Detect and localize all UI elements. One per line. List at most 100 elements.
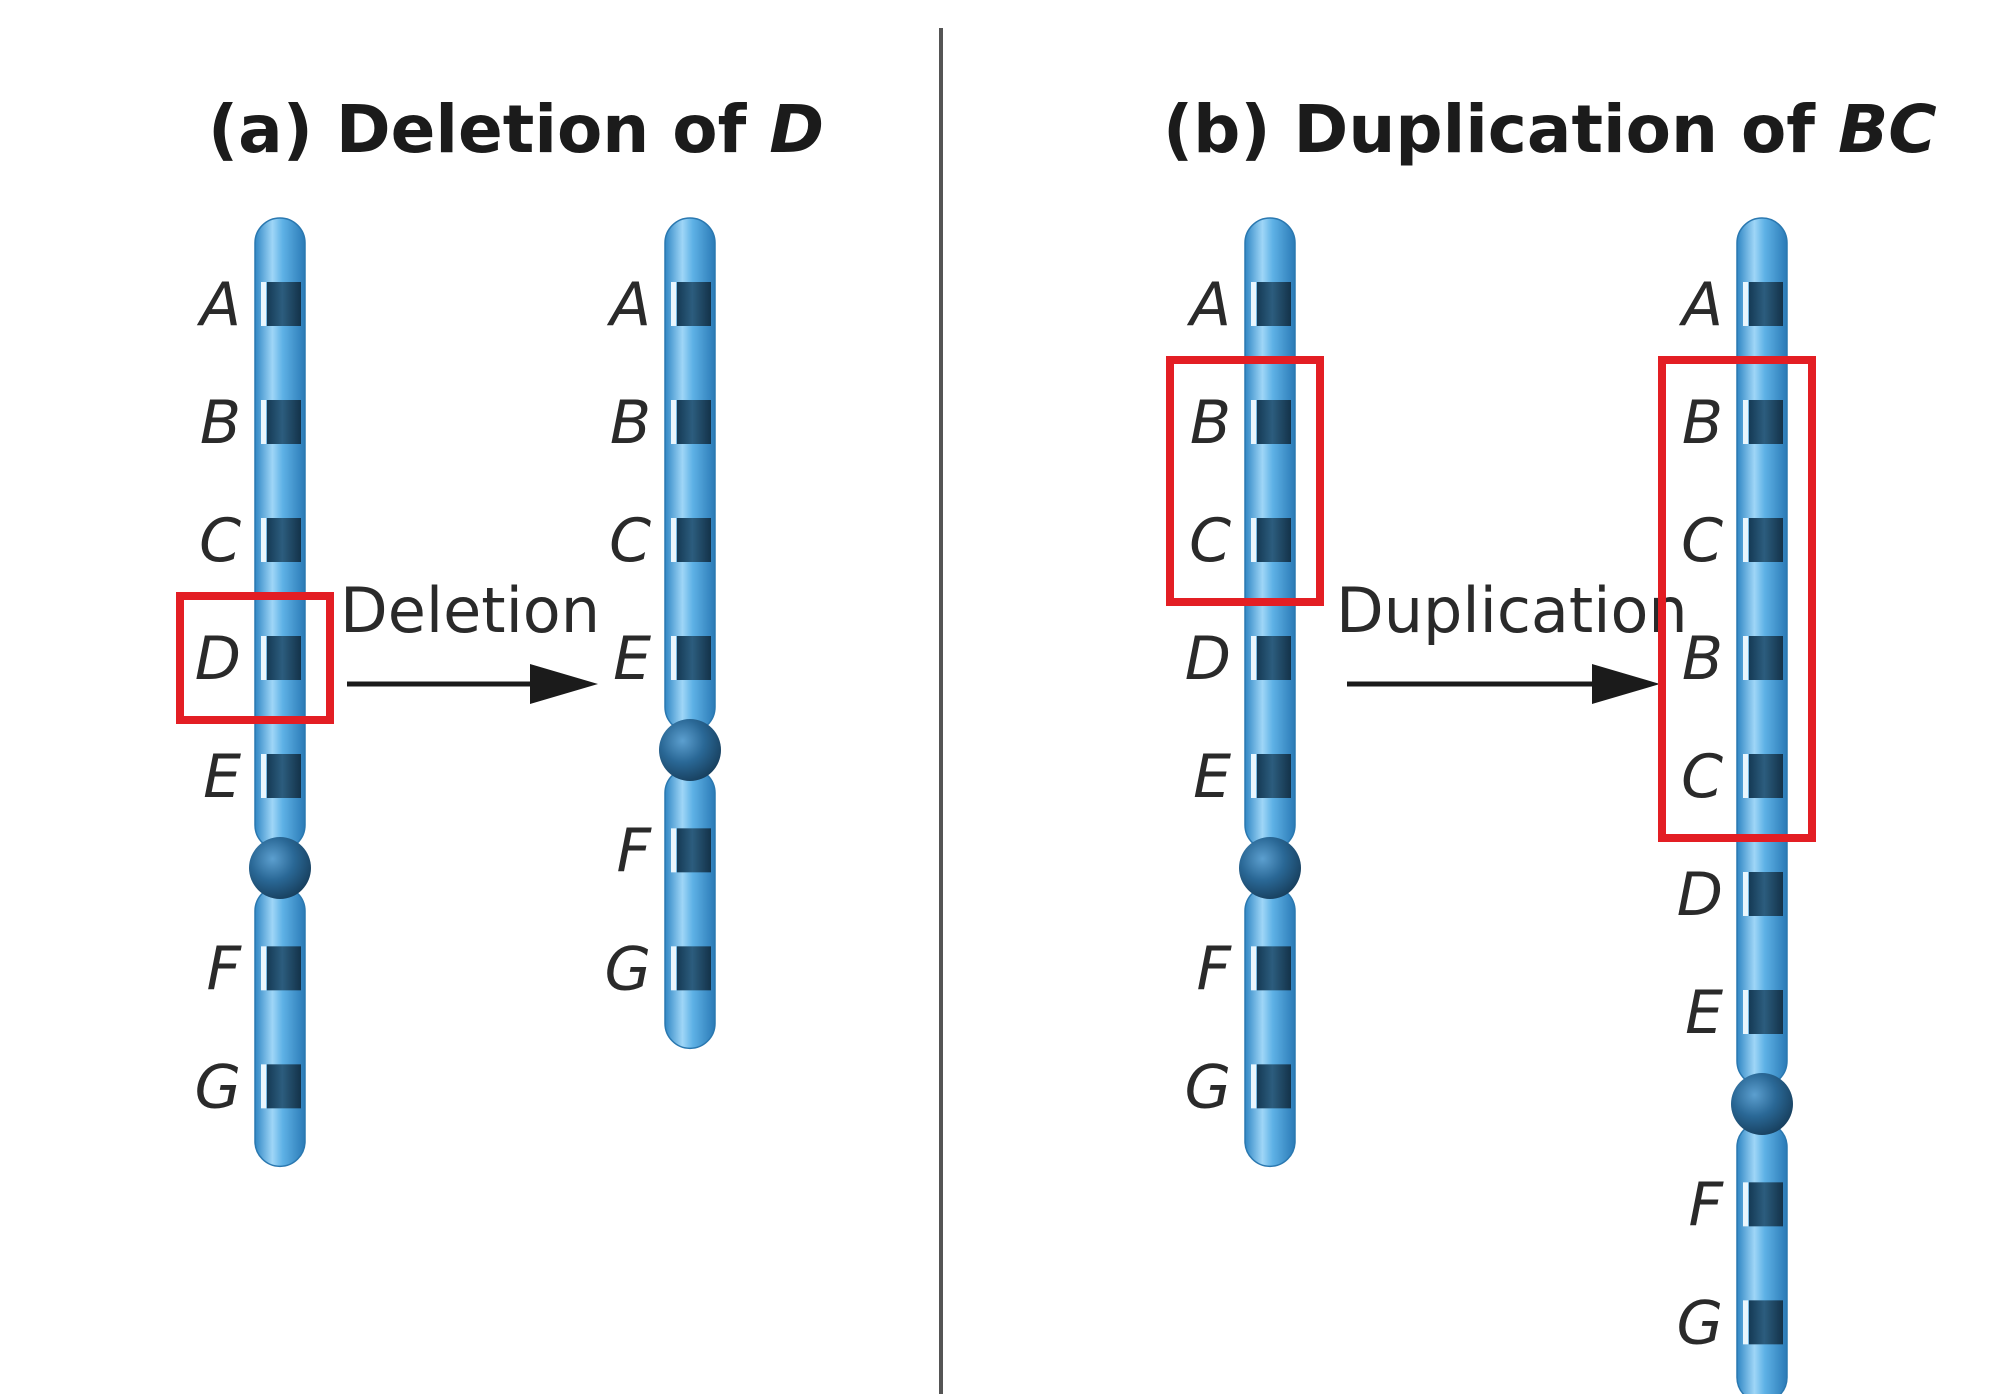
gene-band-G: G (1185, 1052, 1291, 1122)
gene-label-B: B (1682, 624, 1723, 694)
gene-label-B: B (200, 388, 241, 458)
gene-label-A: A (606, 270, 651, 340)
band-stripe (677, 946, 711, 991)
band-notch (1743, 400, 1748, 444)
band-stripe (677, 282, 711, 326)
duplication-arrow-head (1592, 664, 1660, 704)
gene-label-D: D (195, 624, 241, 694)
gene-band-A: A (1186, 270, 1291, 340)
band-notch (1251, 754, 1256, 798)
gene-band-C: C (609, 506, 711, 576)
gene-band-A: A (606, 270, 711, 340)
band-notch (1743, 518, 1748, 562)
band-stripe (267, 518, 301, 562)
band-stripe (1257, 282, 1291, 326)
panel-b-title-italic: BC (1838, 91, 1937, 168)
band-notch (1251, 282, 1256, 326)
band-stripe (1257, 1064, 1291, 1109)
band-notch (1743, 1182, 1748, 1227)
chromosome-arm-lower (1737, 1122, 1787, 1394)
band-notch (1743, 636, 1748, 680)
deletion-arrow-head (530, 664, 598, 704)
centromere (1239, 837, 1301, 900)
gene-label-F: F (1688, 1170, 1724, 1240)
gene-band-G: G (1677, 1288, 1783, 1358)
gene-band-C: C (1681, 506, 1783, 576)
gene-label-F: F (1196, 934, 1232, 1004)
band-stripe (1257, 636, 1291, 680)
band-stripe (1749, 754, 1783, 798)
gene-label-E: E (203, 742, 241, 812)
deletion-arrow: Deletion (340, 574, 600, 704)
gene-label-B: B (1682, 388, 1723, 458)
centromere (1731, 1073, 1793, 1136)
panel-b-title-prefix: (b) Duplication of (1163, 91, 1838, 168)
gene-label-G: G (1677, 1288, 1724, 1358)
gene-band-G: G (605, 934, 711, 1004)
band-notch (1743, 754, 1748, 798)
band-notch (671, 946, 676, 991)
band-notch (1251, 946, 1256, 991)
band-stripe (1749, 636, 1783, 680)
gene-band-G: G (195, 1052, 301, 1122)
band-stripe (1257, 754, 1291, 798)
gene-label-C: C (1681, 506, 1723, 576)
band-stripe (677, 828, 711, 873)
gene-band-F: F (1688, 1170, 1783, 1240)
gene-band-B: B (1682, 388, 1783, 458)
gene-label-F: F (616, 816, 652, 886)
gene-label-G: G (605, 934, 652, 1004)
gene-band-E: E (1193, 742, 1291, 812)
band-stripe (1749, 872, 1783, 916)
gene-band-B: B (610, 388, 711, 458)
band-stripe (1257, 400, 1291, 444)
highlight-box (1166, 356, 1324, 606)
gene-band-F: F (1196, 934, 1291, 1004)
gene-band-C: C (1681, 742, 1783, 812)
gene-band-A: A (196, 270, 301, 340)
deletion-arrow-label: Deletion (340, 574, 600, 647)
band-stripe (267, 946, 301, 991)
band-notch (1251, 400, 1256, 444)
gene-label-B: B (1190, 388, 1231, 458)
duplication-arrow-label: Duplication (1336, 574, 1688, 647)
band-stripe (1749, 282, 1783, 326)
gene-label-E: E (1193, 742, 1231, 812)
gene-label-C: C (609, 506, 651, 576)
band-stripe (1749, 990, 1783, 1034)
gene-band-E: E (203, 742, 301, 812)
band-notch (261, 946, 266, 991)
band-notch (1743, 282, 1748, 326)
gene-label-C: C (199, 506, 241, 576)
gene-label-A: A (196, 270, 241, 340)
band-notch (261, 518, 266, 562)
band-notch (261, 1064, 266, 1109)
band-stripe (267, 400, 301, 444)
gene-band-E: E (613, 624, 711, 694)
highlight-box (1658, 356, 1816, 842)
centromere (249, 837, 311, 900)
gene-label-C: C (1189, 506, 1231, 576)
chromosome-arm-lower (1245, 886, 1295, 1167)
gene-band-C: C (1189, 506, 1291, 576)
gene-label-F: F (206, 934, 242, 1004)
panel-a-title: (a) Deletion of D (208, 91, 824, 168)
centromere (659, 719, 721, 782)
gene-label-A: A (1678, 270, 1723, 340)
gene-label-E: E (1685, 978, 1723, 1048)
band-stripe (1257, 946, 1291, 991)
band-stripe (1257, 518, 1291, 562)
gene-band-B: B (200, 388, 301, 458)
chromosome-arm-lower (255, 886, 305, 1167)
chromosome-arm-upper (665, 218, 715, 733)
band-notch (671, 636, 676, 680)
gene-label-E: E (613, 624, 651, 694)
band-stripe (267, 1064, 301, 1109)
gene-label-G: G (1185, 1052, 1232, 1122)
gene-band-D: D (195, 624, 301, 694)
